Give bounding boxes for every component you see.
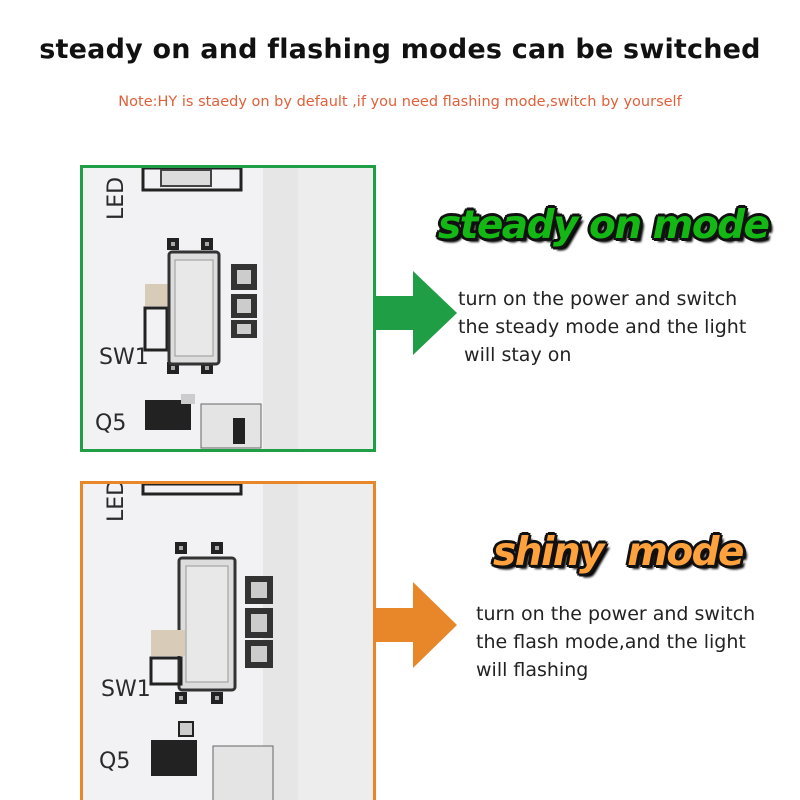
default-mode-note: Note:HY is staedy on by default ,if you … (118, 94, 682, 110)
right-arrow-icon (373, 271, 457, 355)
sw1-silk-label: SW1 (101, 677, 151, 702)
description-line: turn on the power and switch (476, 603, 756, 625)
description-line: will flashing (476, 659, 589, 681)
steady-mode-photo: LED SW1 Q5 (80, 165, 376, 452)
steady-mode-title: steady on mode (438, 203, 770, 248)
pcb-board-image: LED SW1 Q5 (83, 484, 373, 800)
description-line: the flash mode,and the light (476, 631, 746, 653)
led-silk-label: LED (104, 484, 129, 522)
description-line: will stay on (458, 344, 572, 366)
shiny-mode-photo: LED SW1 Q5 (80, 481, 376, 800)
sw1-silk-label: SW1 (99, 345, 149, 370)
led-silk-label: LED (104, 177, 129, 220)
right-arrow-icon (373, 582, 457, 668)
page-title: steady on and flashing modes can be swit… (39, 34, 761, 65)
shiny-mode-description: turn on the power and switch the flash m… (476, 600, 755, 684)
pcb-board-image: LED SW1 Q5 (83, 168, 373, 449)
description-line: turn on the power and switch (458, 288, 738, 310)
q5-silk-label: Q5 (95, 411, 126, 436)
q5-silk-label: Q5 (99, 749, 130, 774)
shiny-mode-title: shiny mode (493, 530, 745, 575)
steady-mode-description: turn on the power and switch the steady … (458, 285, 746, 369)
description-line: the steady mode and the light (458, 316, 747, 338)
